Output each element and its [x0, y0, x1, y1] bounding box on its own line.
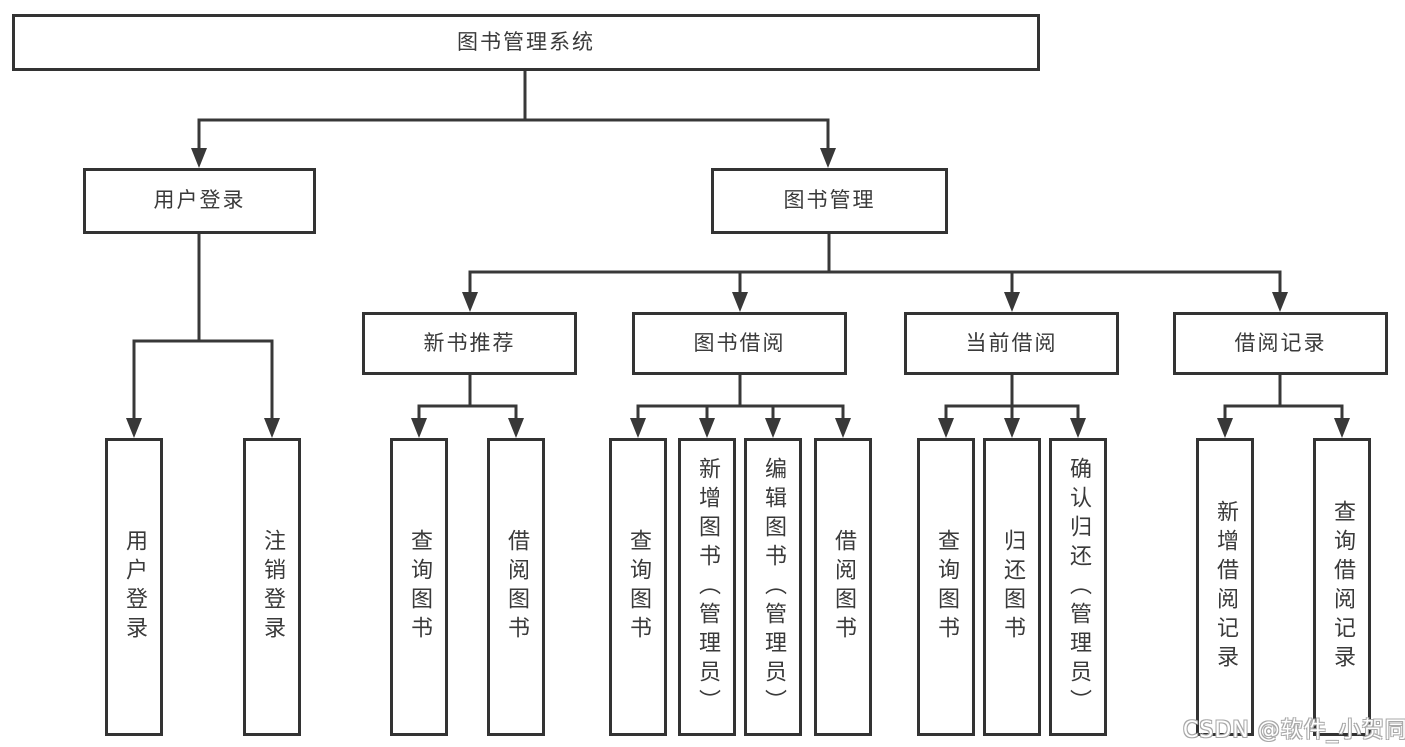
leaf-query-books-3: 查询图书	[917, 438, 975, 736]
connector-current-to-leaves	[944, 373, 1080, 422]
leaf-add-borrow-record: 新增借阅记录	[1196, 438, 1254, 736]
arrow-icon	[1217, 418, 1233, 438]
leaf-add-books-admin: 新增图书（管理员）	[678, 438, 736, 736]
arrow-icon	[1272, 292, 1288, 312]
node-book-management: 图书管理	[711, 168, 948, 234]
leaf-query-borrow-record: 查询借阅记录	[1313, 438, 1371, 736]
node-book-borrow: 图书借阅	[632, 312, 847, 375]
arrow-icon	[820, 148, 836, 168]
connector-records-to-leaves	[1223, 373, 1344, 422]
connector-newbook-to-leaves	[417, 373, 518, 422]
arrow-icon	[835, 418, 851, 438]
leaf-logout: 注销登录	[243, 438, 301, 736]
node-user-login: 用户登录	[83, 168, 316, 234]
leaf-query-books-1: 查询图书	[390, 438, 448, 736]
watermark: CSDN @软件_小贺同学	[1183, 718, 1405, 743]
arrow-icon	[508, 418, 524, 438]
leaf-return-books: 归还图书	[983, 438, 1041, 736]
arrow-icon	[699, 418, 715, 438]
arrow-icon	[630, 418, 646, 438]
arrow-icon	[126, 418, 142, 438]
leaf-borrow-books-2: 借阅图书	[814, 438, 872, 736]
leaf-user-login: 用户登录	[105, 438, 163, 736]
arrow-icon	[938, 418, 954, 438]
node-new-book-recommend: 新书推荐	[362, 312, 577, 375]
arrow-icon	[462, 292, 478, 312]
arrow-icon	[411, 418, 427, 438]
connector-mgmt-to-level3	[468, 232, 1282, 296]
connector-borrow-to-leaves	[636, 373, 845, 422]
arrow-icon	[1334, 418, 1350, 438]
node-borrow-records: 借阅记录	[1173, 312, 1388, 375]
connector-root-to-level2	[197, 69, 830, 152]
node-library-system: 图书管理系统	[12, 14, 1040, 71]
arrow-icon	[1070, 418, 1086, 438]
arrow-icon	[1004, 418, 1020, 438]
arrow-icon	[765, 418, 781, 438]
leaf-edit-books-admin: 编辑图书（管理员）	[744, 438, 802, 736]
arrow-icon	[191, 148, 207, 168]
arrow-icon	[264, 418, 280, 438]
connector-login-to-leaves	[132, 232, 274, 422]
arrowheads	[126, 148, 1350, 438]
arrow-icon	[732, 292, 748, 312]
leaf-confirm-return-admin: 确认归还（管理员）	[1049, 438, 1107, 736]
leaf-query-books-2: 查询图书	[609, 438, 667, 736]
arrow-icon	[1004, 292, 1020, 312]
leaf-borrow-books-1: 借阅图书	[487, 438, 545, 736]
node-current-borrow: 当前借阅	[904, 312, 1119, 375]
